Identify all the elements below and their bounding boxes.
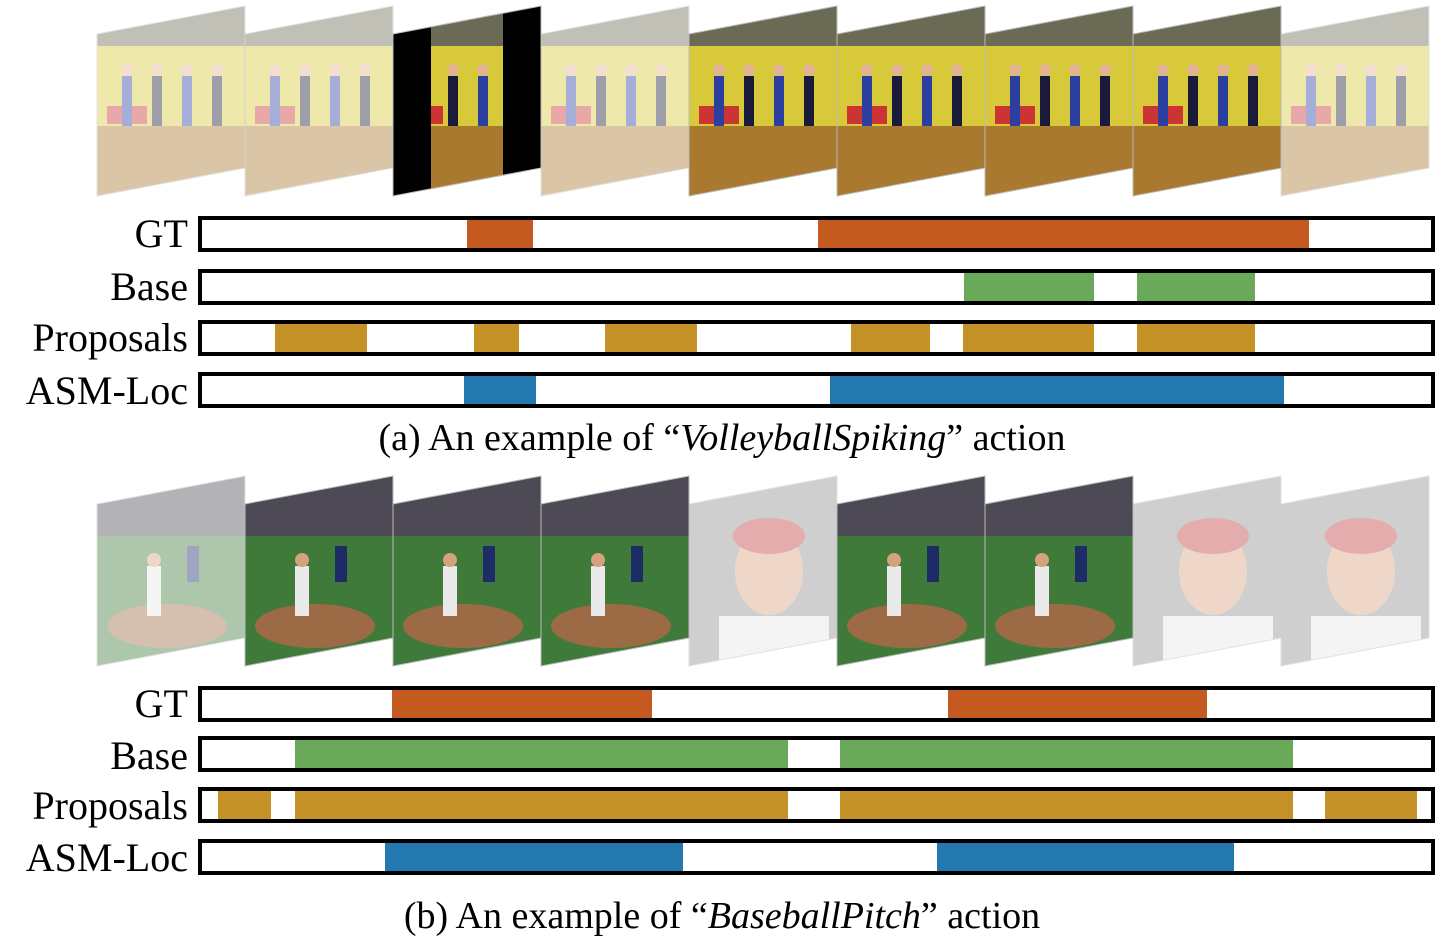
caption-suffix: ” action (920, 895, 1041, 937)
video-frame (984, 475, 1134, 667)
frame-strip (96, 5, 1430, 197)
track-asm-loc (198, 839, 1435, 875)
video-frame (836, 5, 986, 197)
row-label-asm-loc: ASM-Loc (25, 368, 188, 413)
segment-base (1137, 273, 1256, 301)
video-frame (244, 5, 394, 197)
video-frame (540, 475, 690, 667)
track-asm-loc (198, 372, 1435, 408)
track-base (198, 736, 1435, 772)
video-frame (96, 475, 246, 667)
track-proposals (198, 320, 1435, 356)
track-gt (198, 216, 1435, 252)
segment-gt (817, 220, 1310, 248)
row-label-proposals: Proposals (32, 315, 188, 360)
video-frame (96, 5, 246, 197)
panel-volleyball: GT Base Proposals ASM-Loc (a) An example… (0, 5, 1444, 460)
segment-proposals (473, 324, 520, 352)
video-frame (1132, 5, 1282, 197)
caption-suffix: ” action (946, 417, 1066, 459)
segment-asm-loc (830, 376, 1284, 404)
row-label-base: Base (110, 264, 188, 309)
segment-gt (467, 220, 533, 248)
video-frame (1132, 475, 1282, 667)
caption-prefix: (a) An example of “ (378, 417, 681, 459)
track-base (198, 269, 1435, 305)
caption-action: VolleyballSpiking (680, 417, 947, 459)
segment-proposals (850, 324, 930, 352)
segment-proposals (274, 324, 367, 352)
caption-b: (b) An example of “BaseballPitch” action (0, 894, 1444, 938)
segment-asm-loc (385, 843, 683, 871)
row-label-proposals: Proposals (32, 783, 188, 828)
video-frame (688, 475, 838, 667)
segment-proposals (1325, 791, 1418, 819)
video-frame (836, 475, 986, 667)
caption-a: (a) An example of “VolleyballSpiking” ac… (0, 416, 1444, 460)
segment-asm-loc (936, 843, 1235, 871)
segment-asm-loc (463, 376, 537, 404)
track-gt (198, 686, 1435, 722)
segment-base (295, 740, 789, 768)
caption-prefix: (b) An example of “ (403, 895, 708, 937)
segment-gt (392, 690, 652, 718)
row-label-asm-loc: ASM-Loc (25, 835, 188, 880)
row-label-gt: GT (134, 211, 188, 256)
segment-proposals (962, 324, 1095, 352)
video-frame (688, 5, 838, 197)
video-frame (1280, 5, 1430, 197)
video-frame (984, 5, 1134, 197)
video-frame (540, 5, 690, 197)
segment-base (963, 273, 1095, 301)
segment-proposals (605, 324, 698, 352)
segment-proposals (839, 791, 1294, 819)
row-label-gt: GT (134, 681, 188, 726)
segment-proposals (1137, 324, 1256, 352)
frame-strip (96, 475, 1430, 667)
video-frame (392, 5, 542, 197)
video-frame (244, 475, 394, 667)
caption-action: BaseballPitch (707, 895, 921, 937)
panel-baseball: GT Base Proposals ASM-Loc (b) An example… (0, 470, 1444, 940)
segment-gt (948, 690, 1208, 718)
video-frame (1280, 475, 1430, 667)
track-proposals (198, 787, 1435, 823)
segment-proposals (295, 791, 789, 819)
segment-proposals (217, 791, 271, 819)
row-label-base: Base (110, 733, 188, 778)
video-frame (392, 475, 542, 667)
segment-base (839, 740, 1294, 768)
